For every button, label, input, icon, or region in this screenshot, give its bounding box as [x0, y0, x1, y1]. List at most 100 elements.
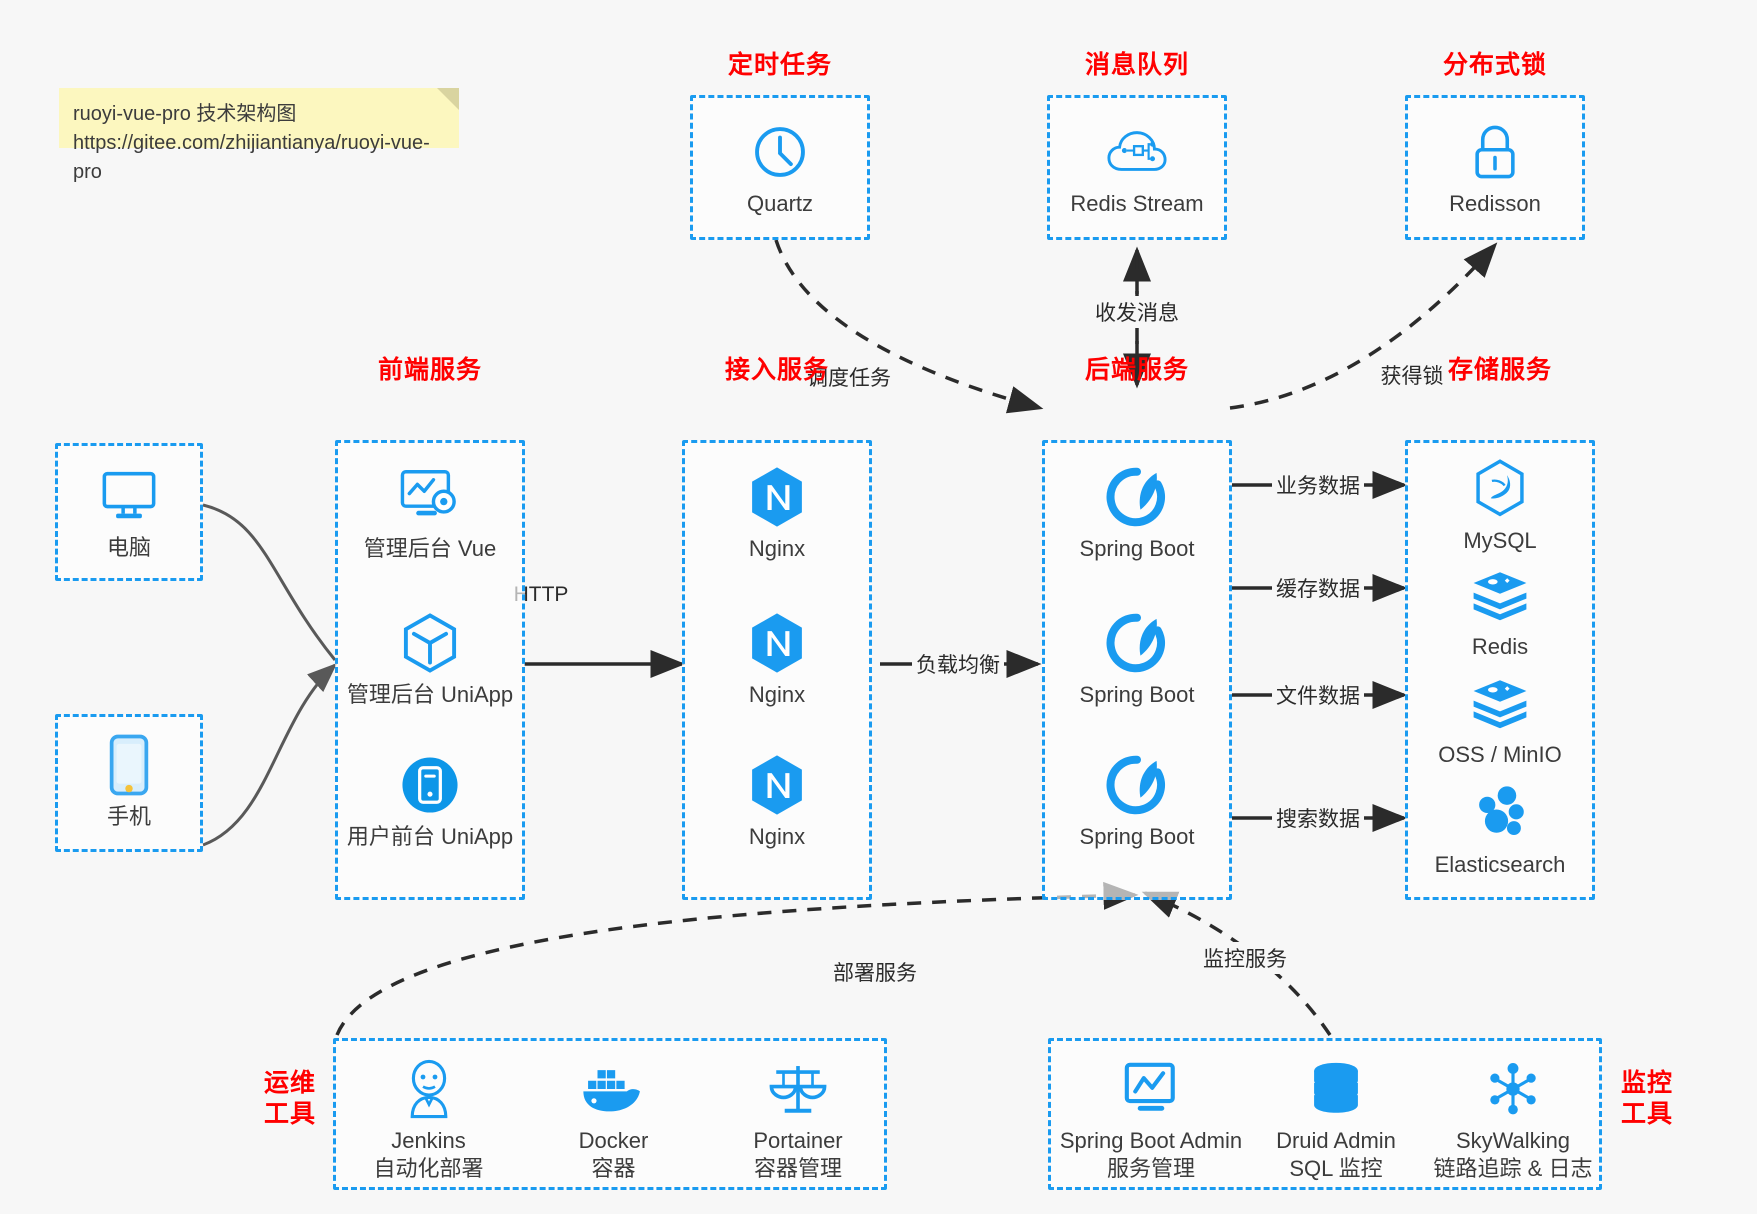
node-sublabel: 自动化部署: [373, 1155, 484, 1181]
database-icon: [1251, 1057, 1421, 1121]
group-title-mq: 消息队列: [1084, 51, 1189, 79]
desktop-monitor-icon: [58, 464, 200, 528]
group-storage: MySQL Redis: [1405, 440, 1595, 900]
node-redisson[interactable]: Redisson: [1408, 120, 1582, 218]
node-sublabel: SQL 监控: [1289, 1155, 1383, 1181]
group-gateway: Nginx Nginx Nginx: [682, 440, 872, 900]
node-mysql[interactable]: MySQL: [1408, 457, 1592, 555]
note-fold-corner: [437, 88, 459, 110]
node-label: Quartz: [746, 191, 814, 216]
elasticsearch-icon: [1408, 781, 1592, 845]
node-label: Redis Stream: [1070, 191, 1204, 216]
node-label: SkyWalking: [1455, 1128, 1571, 1153]
node-admin-vue[interactable]: 管理后台 Vue: [338, 465, 522, 563]
spring-leaf-icon: [1045, 753, 1229, 817]
skywalking-icon: [1421, 1057, 1605, 1121]
node-label: Nginx: [748, 824, 806, 849]
edge-label-file-data: 文件数据: [1272, 679, 1364, 711]
node-mobile[interactable]: 手机: [58, 733, 200, 831]
node-sublabel: 服务管理: [1106, 1155, 1195, 1181]
group-title-storage: 存储服务: [1447, 356, 1552, 384]
group-title-gateway: 接入服务: [724, 356, 829, 384]
redis-stack-icon: [1408, 563, 1592, 627]
group-backend: Spring Boot Spring Boot Spring Boot: [1042, 440, 1232, 900]
monitor-title-line-2: 工具: [1620, 1099, 1673, 1128]
node-label: Redis: [1471, 634, 1529, 659]
node-label: Nginx: [748, 536, 806, 561]
monitor-title-line-1: 监控: [1620, 1069, 1673, 1097]
node-label: Redisson: [1449, 191, 1541, 216]
group-title-monitor: 监控 工具: [1612, 1068, 1682, 1129]
spring-leaf-icon: [1045, 465, 1229, 529]
cloud-network-icon: [1050, 120, 1224, 184]
node-nginx-1[interactable]: Nginx: [685, 465, 869, 563]
node-label: MySQL: [1463, 528, 1537, 553]
node-redis-stream[interactable]: Redis Stream: [1050, 120, 1224, 218]
node-admin-uniapp[interactable]: 管理后台 UniApp: [338, 611, 522, 709]
scales-icon: [706, 1057, 890, 1121]
node-label: 电脑: [106, 535, 151, 560]
node-sublabel: 容器: [591, 1155, 636, 1181]
node-label: Spring Boot: [1079, 824, 1195, 849]
node-sublabel: 链路追踪 & 日志: [1433, 1155, 1593, 1181]
padlock-icon: [1408, 120, 1582, 184]
node-label: Nginx: [748, 682, 806, 707]
group-scheduler: Quartz: [690, 95, 870, 240]
node-druid-admin[interactable]: Druid Admin SQL 监控: [1251, 1057, 1421, 1183]
node-nginx-3[interactable]: Nginx: [685, 753, 869, 851]
node-elasticsearch[interactable]: Elasticsearch: [1408, 781, 1592, 879]
group-title-frontend: 前端服务: [377, 356, 482, 384]
node-spring-boot-1[interactable]: Spring Boot: [1045, 465, 1229, 563]
node-label: 手机: [106, 804, 151, 829]
node-spring-boot-3[interactable]: Spring Boot: [1045, 753, 1229, 851]
node-label: Spring Boot: [1079, 682, 1195, 707]
edge-label-deploy: 部署服务: [829, 956, 921, 988]
node-portainer[interactable]: Portainer 容器管理: [706, 1057, 890, 1183]
uniapp-cube-icon: [338, 611, 522, 675]
node-pc[interactable]: 电脑: [58, 464, 200, 562]
node-redis[interactable]: Redis: [1408, 563, 1592, 661]
devops-title-line-1: 运维: [263, 1069, 316, 1097]
node-label: Elasticsearch: [1434, 852, 1566, 877]
edge-label-cache-data: 缓存数据: [1272, 572, 1364, 604]
clock-icon: [693, 120, 867, 184]
node-spring-boot-admin[interactable]: Spring Boot Admin 服务管理: [1051, 1057, 1251, 1183]
group-title-devops: 运维 工具: [255, 1068, 325, 1129]
node-user-uniapp[interactable]: 用户前台 UniApp: [338, 753, 522, 851]
group-monitor: Spring Boot Admin 服务管理 Druid Admin SQL 监…: [1048, 1038, 1602, 1190]
dashboard-gear-icon: [338, 465, 522, 529]
node-label: 管理后台 Vue: [363, 536, 497, 561]
node-skywalking[interactable]: SkyWalking 链路追踪 & 日志: [1421, 1057, 1605, 1183]
mobile-circle-icon: [338, 753, 522, 817]
smartphone-icon: [58, 733, 200, 797]
mysql-dolphin-icon: [1408, 457, 1592, 521]
nginx-icon: [685, 611, 869, 675]
group-client-mobile: 手机: [55, 714, 203, 852]
spring-leaf-icon: [1045, 611, 1229, 675]
sticky-note: ruoyi-vue-pro 技术架构图 https://gitee.com/zh…: [59, 88, 459, 183]
node-label: Druid Admin: [1276, 1128, 1396, 1153]
note-line-1: ruoyi-vue-pro 技术架构图: [73, 103, 297, 125]
nginx-icon: [685, 465, 869, 529]
edge-label-acquire-lock: 获得锁: [1376, 359, 1448, 391]
node-label: Portainer: [753, 1128, 843, 1153]
node-sublabel: 容器管理: [753, 1155, 842, 1181]
node-docker[interactable]: Docker 容器: [521, 1057, 706, 1183]
edge-label-monitor: 监控服务: [1199, 942, 1291, 974]
node-spring-boot-2[interactable]: Spring Boot: [1045, 611, 1229, 709]
edge-label-message: 收发消息: [1091, 296, 1183, 328]
monitor-chart-icon: [1051, 1057, 1251, 1121]
node-label: Spring Boot Admin: [1059, 1128, 1243, 1153]
object-storage-icon: [1408, 671, 1592, 735]
edge-label-schedule: 调度任务: [803, 361, 895, 393]
node-quartz[interactable]: Quartz: [693, 120, 867, 218]
group-title-scheduler: 定时任务: [727, 51, 832, 79]
group-title-backend: 后端服务: [1084, 356, 1189, 384]
node-label: Docker: [578, 1128, 649, 1153]
node-jenkins[interactable]: Jenkins 自动化部署: [336, 1057, 521, 1183]
group-devops: Jenkins 自动化部署 Docker 容器: [333, 1038, 887, 1190]
group-client-pc: 电脑: [55, 443, 203, 581]
node-oss-minio[interactable]: OSS / MinIO: [1408, 671, 1592, 769]
node-nginx-2[interactable]: Nginx: [685, 611, 869, 709]
